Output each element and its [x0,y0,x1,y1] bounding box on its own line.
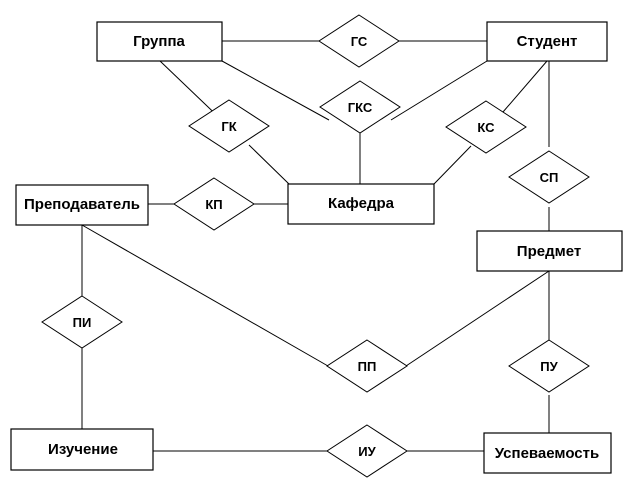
entity-kafedra[interactable]: Кафедра [287,183,435,225]
line-gk-kafedra [248,144,290,185]
relationship-gks[interactable]: ГКС [319,80,401,134]
entity-predmet-box [476,230,623,272]
relationship-ks-label: КС [477,120,495,135]
relationship-pu-diamond [508,339,590,393]
relationship-gks-label: ГКС [348,100,373,115]
relationship-pu-label: ПУ [540,359,558,374]
relationship-kp[interactable]: КП [173,177,255,231]
entity-prepodavatel[interactable]: Преподаватель [15,184,149,226]
relationship-iu[interactable]: ИУ [326,424,408,478]
entity-uspevaemost-box [483,432,612,474]
relationship-pp[interactable]: ПП [326,339,408,393]
entity-student-label: Студент [517,33,578,50]
entity-gruppa-box [96,21,223,62]
relationship-pp-diamond [326,339,408,393]
relationship-kp-diamond [173,177,255,231]
entity-predmet-label: Предмет [517,243,581,260]
line-prepodavatel-pp [81,224,329,367]
relationship-gk-label: ГК [221,119,236,134]
entity-gruppa[interactable]: Группа [96,21,223,62]
relationship-kp-label: КП [205,197,222,212]
relationship-gs[interactable]: ГС [318,14,400,68]
line-pp-predmet [405,270,550,367]
relationship-gk[interactable]: ГК [188,99,270,153]
entity-gruppa-label: Группа [133,33,185,50]
relationship-gs-diamond [318,14,400,68]
entity-izuchenie[interactable]: Изучение [10,428,154,471]
relationship-iu-diamond [326,424,408,478]
relationship-gk-diamond [188,99,270,153]
entity-student-box [486,21,608,62]
entity-prepodavatel-label: Преподаватель [24,196,140,213]
entity-izuchenie-label: Изучение [48,441,118,458]
entity-uspevaemost-label: Успеваемость [495,445,599,462]
line-ks-kafedra [433,145,472,185]
relationship-pi-diamond [41,295,123,349]
relationship-gs-label: ГС [351,34,368,49]
line-gruppa-gks [221,60,330,121]
relationship-gks-diamond [319,80,401,134]
relationship-ks[interactable]: КС [445,100,527,154]
relationship-pi[interactable]: ПИ [41,295,123,349]
line-student-ks [502,60,548,113]
relationship-pi-label: ПИ [73,315,92,330]
entity-uspevaemost[interactable]: Успеваемость [483,432,612,474]
entity-kafedra-box [287,183,435,225]
entity-student[interactable]: Студент [486,21,608,62]
relationship-sp-label: СП [540,170,559,185]
entity-izuchenie-box [10,428,154,471]
relationship-sp-diamond [508,150,590,204]
relationship-ks-diamond [445,100,527,154]
entity-kafedra-label: Кафедра [328,195,395,212]
connector-lines [81,40,550,452]
relationship-pu[interactable]: ПУ [508,339,590,393]
entity-predmet[interactable]: Предмет [476,230,623,272]
entity-prepodavatel-box [15,184,149,226]
relationship-iu-label: ИУ [358,444,376,459]
relationship-pp-label: ПП [358,359,377,374]
relationship-sp[interactable]: СП [508,150,590,204]
line-gks-student [390,60,488,121]
